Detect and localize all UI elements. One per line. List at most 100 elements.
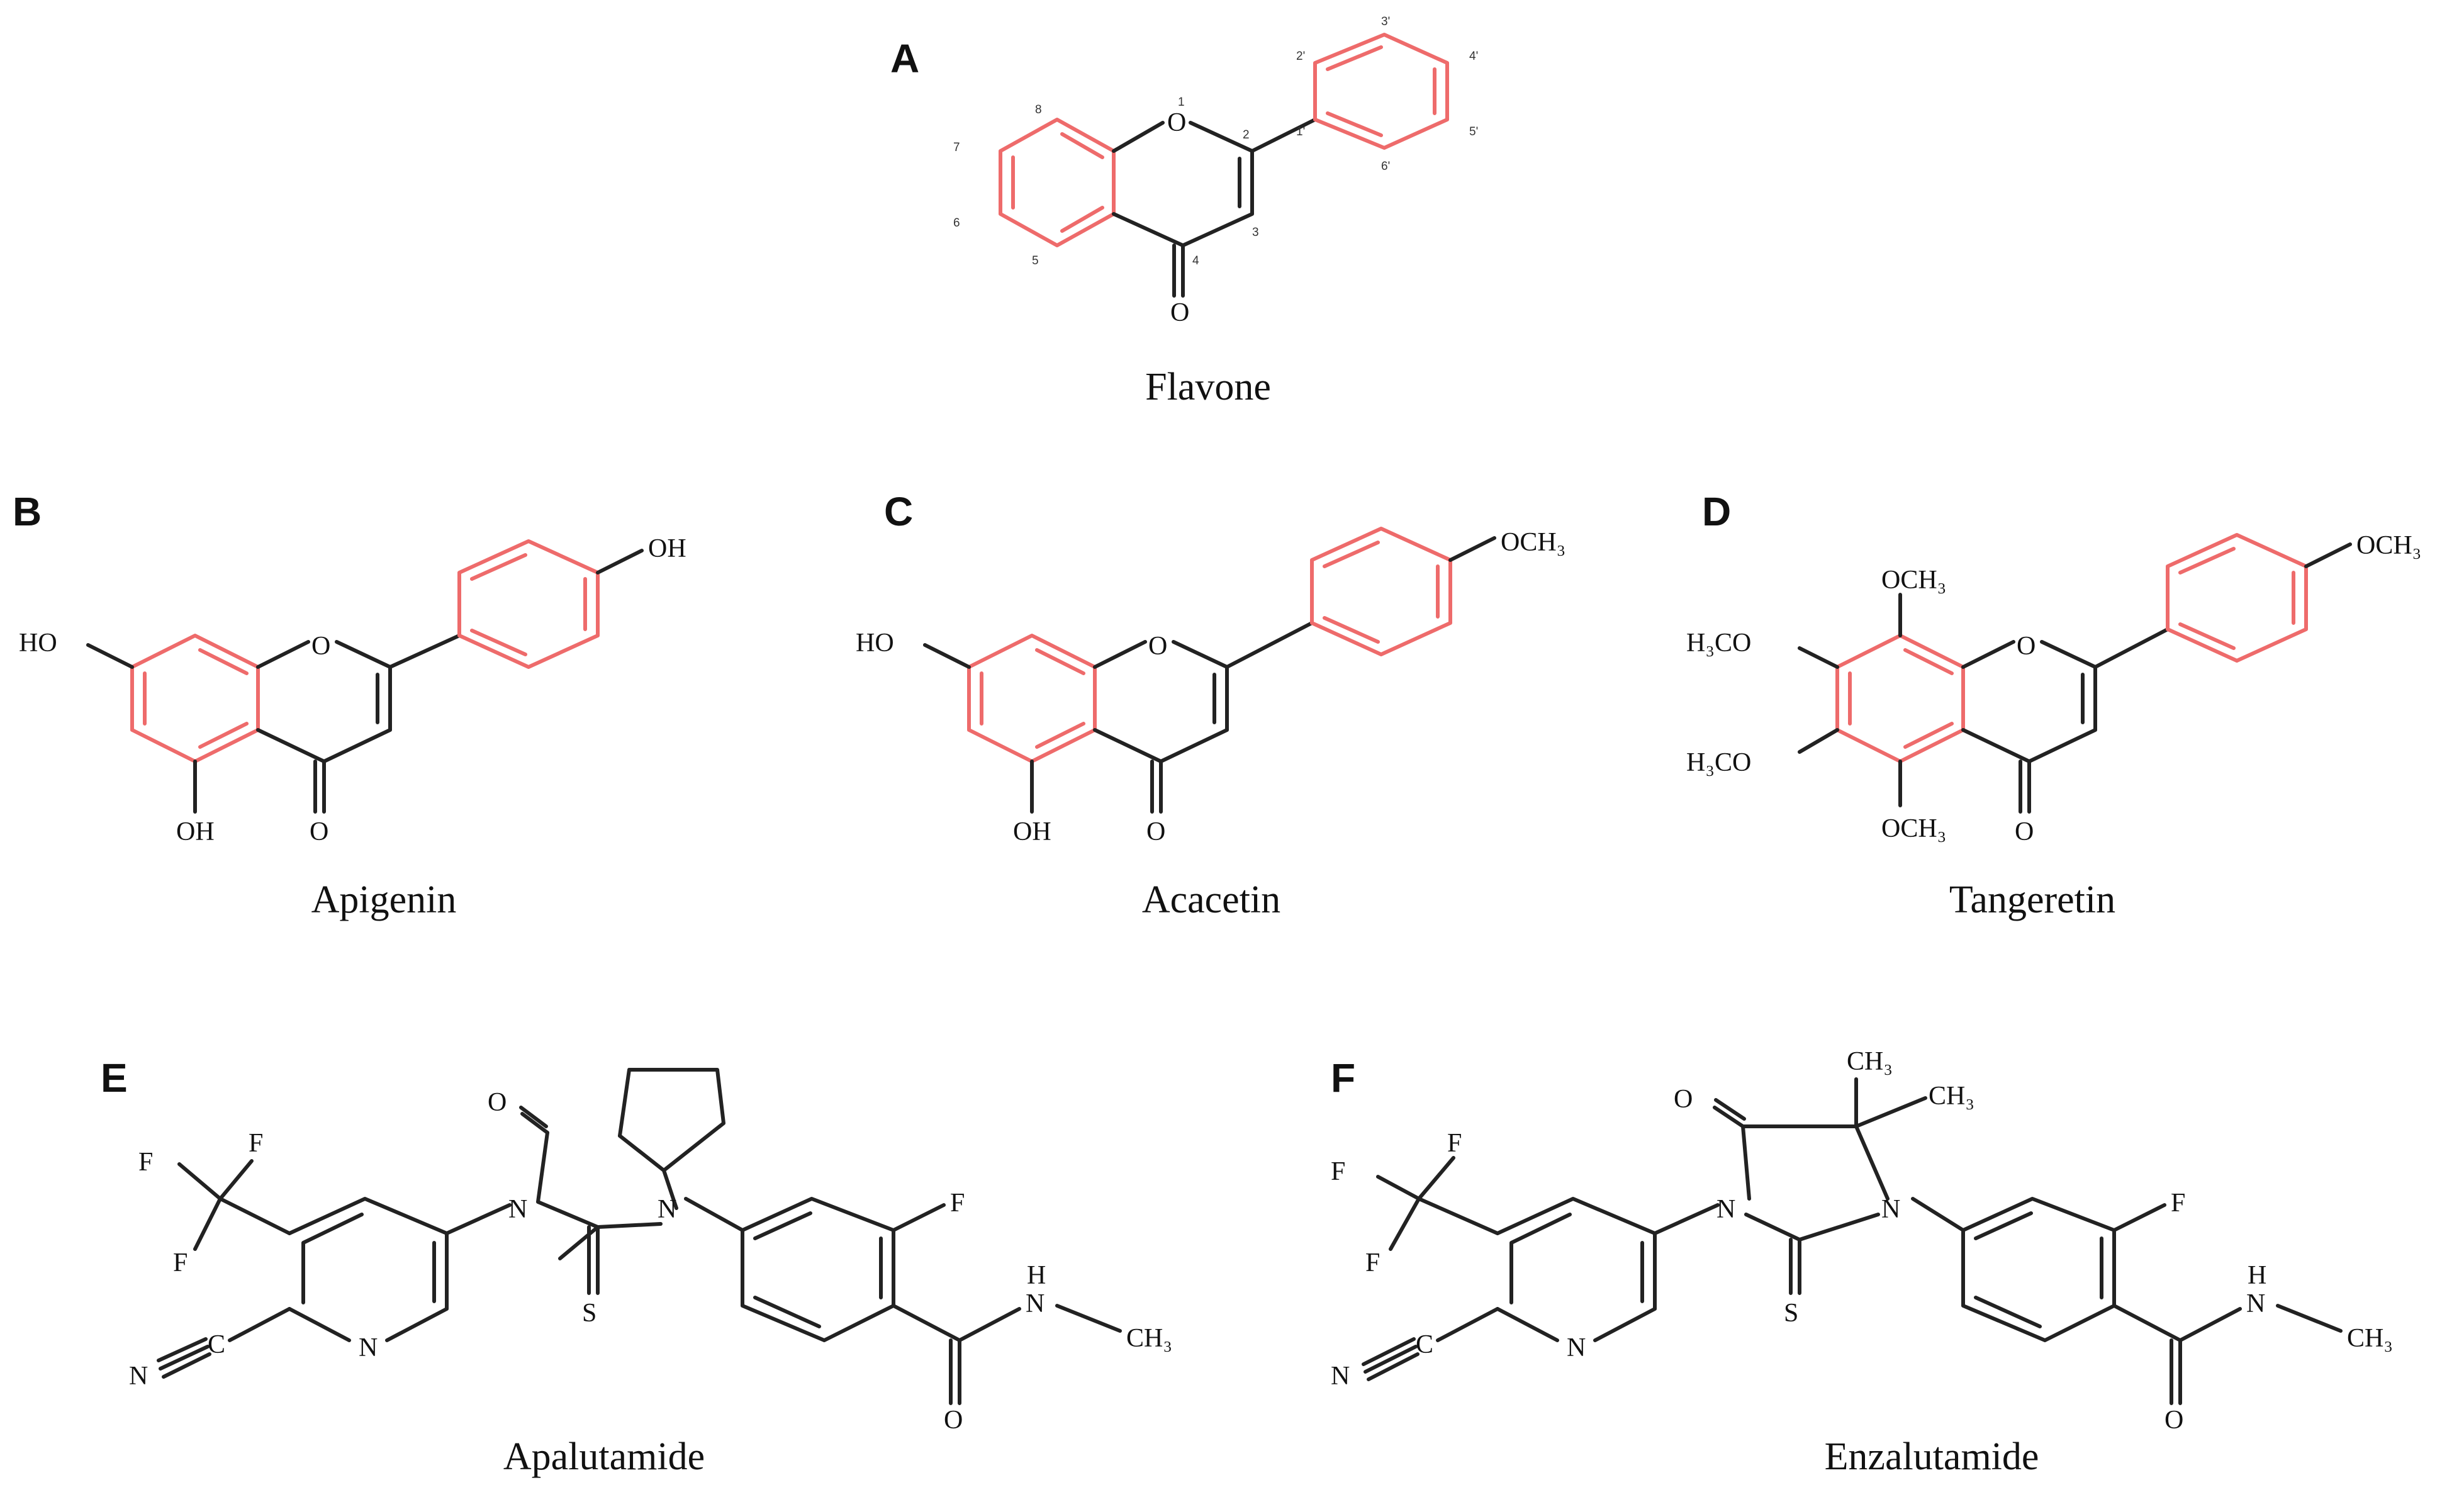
tangeretin-a-ring: [1835, 634, 1965, 763]
flavone-b-ring: [1313, 33, 1449, 150]
acacetin-ho-bond: [923, 643, 971, 669]
enzalutamide-n-methyl-bond: [2276, 1304, 2343, 1333]
panel-label-b: B: [13, 489, 42, 534]
tangeretin-6-h3co: H₃CO: [1686, 748, 1751, 777]
compound-name-apigenin: Apigenin: [311, 878, 457, 921]
flavone-b-ring-double-bonds: [1326, 45, 1436, 137]
panel-c-acacetin: C O O OCH₃ HO OH Acacetin: [856, 489, 1565, 921]
apigenin-a-ring: [130, 634, 260, 763]
enzalutamide-benzene-double-bonds: [1974, 1211, 2103, 1328]
panel-f-enzalutamide: F F F F C N N O S N N CH₃ CH₃: [1331, 1047, 2393, 1478]
apalutamide-cyclobutane: [618, 1068, 725, 1172]
enzalutamide-aryl-f: F: [2171, 1189, 2185, 1218]
acacetin-ring-o: O: [1148, 632, 1167, 661]
enzalutamide-thione-s: S: [1784, 1299, 1798, 1328]
enzalutamide-amide-o: O: [2164, 1406, 2183, 1435]
tangeretin-4p-och3: OCH₃: [2356, 531, 2421, 560]
panel-label-d: D: [1702, 489, 1731, 534]
enzalutamide-aryl-bond: [1911, 1197, 1965, 1232]
apigenin-ho-bond: [86, 643, 134, 669]
acacetin-a-ring-double-bonds: [980, 648, 1085, 749]
apigenin-7-ho: HO: [19, 629, 57, 658]
panel-d-tangeretin: D O O OCH₃ OCH₃ H₃CO H₃CO OCH₃ Tangereti…: [1686, 489, 2421, 921]
flavone-linker: [1250, 118, 1317, 153]
flavone-num-4p: 4': [1469, 50, 1478, 63]
compound-name-acacetin: Acacetin: [1142, 878, 1280, 921]
apalutamide-pyridine-ring: [288, 1197, 449, 1342]
tangeretin-methoxy-bonds: [1798, 593, 1902, 807]
flavone-num-1: 1: [1178, 96, 1185, 109]
apalutamide-nitrile-bonds: [157, 1307, 291, 1379]
apigenin-c-ring: [256, 640, 392, 763]
apalutamide-amide-h: H: [1027, 1261, 1046, 1290]
apalutamide-benzene-double-bonds: [753, 1211, 883, 1328]
flavone-num-5: 5: [1032, 254, 1039, 267]
flavone-a-ring: [999, 118, 1116, 247]
panel-label-e: E: [101, 1055, 128, 1101]
enzalutamide-structure: F F F C N N O S N N CH₃ CH₃ F O: [1331, 1047, 2393, 1435]
panel-a-flavone: A O O 1 2 3 4 5 6 7 8 1' 2' 3': [890, 15, 1478, 408]
acacetin-b-ring-double-bonds: [1323, 541, 1440, 644]
enzalutamide-amide-n: N: [2246, 1289, 2265, 1318]
acacetin-a-ring: [967, 634, 1097, 763]
enzalutamide-amide-bonds: [2112, 1304, 2242, 1405]
apigenin-5-oh: OH: [176, 817, 215, 846]
apigenin-b-ring-double-bonds: [470, 553, 587, 656]
tangeretin-c-ring: [1961, 640, 2097, 763]
panel-label-c: C: [884, 489, 913, 534]
tangeretin-structure: O O OCH₃ OCH₃ H₃CO H₃CO OCH₃: [1686, 531, 2421, 846]
apalutamide-n1: N: [508, 1195, 527, 1224]
flavone-num-6: 6: [953, 216, 960, 230]
apigenin-carbonyl-o: O: [310, 817, 328, 846]
tangeretin-5-och3: OCH₃: [1881, 814, 1946, 843]
tangeretin-7-h3co: H₃CO: [1686, 629, 1751, 658]
apigenin-oh-bond: [596, 549, 644, 575]
panel-e-apalutamide: E F F F C N N O S N N: [101, 1055, 1172, 1478]
apigenin-carbonyl: [313, 760, 326, 814]
enzalutamide-carbonyl-o: O: [1674, 1085, 1693, 1114]
apalutamide-thione-s: S: [582, 1299, 596, 1328]
apalutamide-amide-o: O: [944, 1406, 963, 1435]
apalutamide-cf3-bonds: [177, 1159, 291, 1251]
apalutamide-f-bond: [892, 1203, 946, 1232]
enzalutamide-thione: [1789, 1238, 1801, 1295]
enzalutamide-cf3-bonds: [1376, 1156, 1499, 1251]
flavone-o1: O: [1167, 108, 1186, 137]
acacetin-c-ring: [1093, 640, 1229, 763]
flavone-num-5p: 5': [1469, 125, 1478, 138]
apalutamide-f1: F: [249, 1129, 263, 1158]
enzalutamide-f2: F: [1331, 1157, 1345, 1186]
tangeretin-a-ring-double-bonds: [1848, 648, 1954, 749]
apalutamide-n-methyl: CH₃: [1126, 1324, 1172, 1353]
apalutamide-f3: F: [173, 1248, 188, 1277]
enzalutamide-f1: F: [1447, 1129, 1462, 1158]
apalutamide-amide-n: N: [1026, 1289, 1044, 1318]
enzalutamide-n-methyl: CH₃: [2347, 1324, 2393, 1353]
enzalutamide-nitrile-c: C: [1416, 1330, 1433, 1359]
apalutamide-pyridine-n: N: [359, 1333, 378, 1362]
enzalutamide-methyl-2: CH₃: [1929, 1082, 1974, 1111]
apalutamide-nitrile-n: N: [129, 1362, 148, 1391]
acacetin-5-oh: OH: [1013, 817, 1051, 846]
apalutamide-f2: F: [138, 1148, 153, 1177]
acacetin-4p-och3: OCH₃: [1501, 528, 1565, 557]
apalutamide-carbonyl-o: O: [488, 1088, 507, 1117]
tangeretin-linker: [2093, 627, 2170, 669]
apalutamide-benzene-ring: [741, 1197, 895, 1342]
compound-name-flavone: Flavone: [1145, 366, 1271, 408]
apalutamide-n3: N: [658, 1195, 676, 1224]
apalutamide-carbonyl: [519, 1106, 549, 1135]
apalutamide-thiohydantoin-ring: [445, 1131, 678, 1260]
tangeretin-4p-bond: [2304, 542, 2352, 568]
tangeretin-b-ring-double-bonds: [2178, 547, 2295, 650]
enzalutamide-n1: N: [1716, 1195, 1735, 1224]
flavone-num-2: 2: [1243, 128, 1250, 142]
enzalutamide-n3: N: [1881, 1195, 1900, 1224]
acacetin-structure: O O OCH₃ HO OH: [856, 527, 1565, 846]
enzalutamide-f3: F: [1365, 1248, 1380, 1277]
acacetin-b-ring: [1310, 527, 1452, 656]
enzalutamide-carbonyl: [1713, 1098, 1746, 1128]
apigenin-ring-o: O: [311, 632, 330, 661]
acacetin-linker: [1225, 621, 1314, 669]
compound-name-apalutamide: Apalutamide: [503, 1435, 705, 1478]
